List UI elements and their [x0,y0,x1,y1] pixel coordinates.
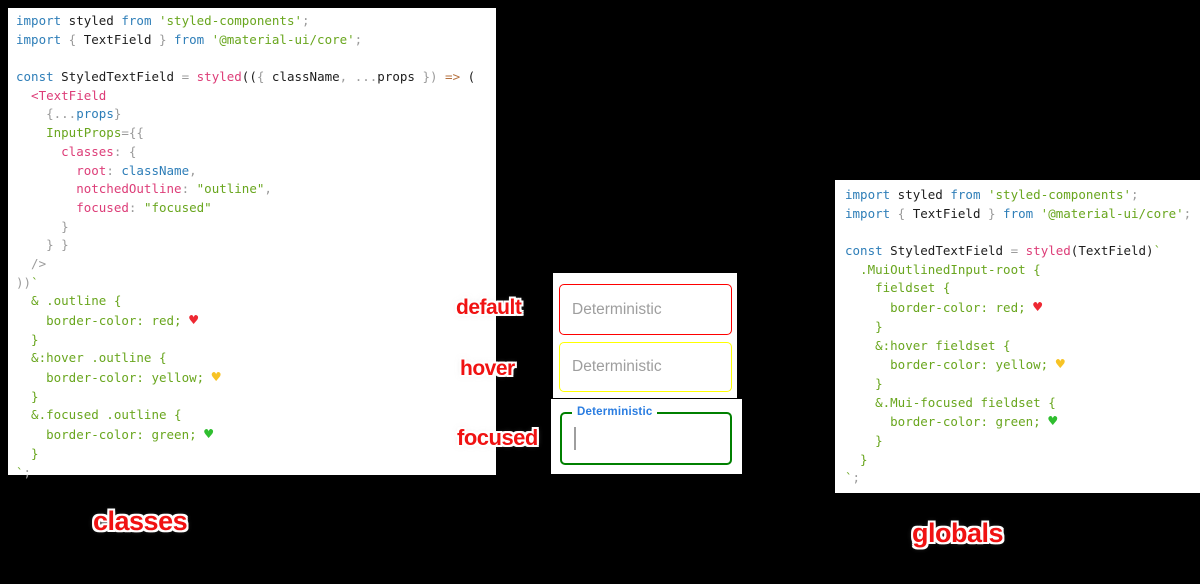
code-panel-globals: import styled from 'styled-components'; … [835,180,1200,493]
textfield-demo-card-bottom: Deterministic [551,399,742,474]
state-label-hover: hover [460,357,515,380]
textfield-focused-input[interactable] [562,414,730,463]
code-snippet-classes: import styled from 'styled-components'; … [16,13,476,480]
state-label-default: default [456,296,522,319]
textfield-default-input[interactable] [560,285,731,334]
code-panel-classes: import styled from 'styled-components'; … [8,8,496,480]
textfield-demo-card-top [553,273,737,398]
textfield-focused[interactable]: Deterministic [560,405,732,465]
section-label-globals: globals [912,518,1004,548]
section-label-classes: classes [93,506,188,536]
textfield-hover[interactable] [559,342,732,392]
code-snippet-globals: import styled from 'styled-components'; … [845,187,1192,486]
state-label-focused: focused [457,425,538,450]
textfield-hover-input[interactable] [560,343,731,391]
floating-label: Deterministic [572,405,658,419]
textfield-default[interactable] [559,284,732,335]
text-cursor [574,427,576,450]
